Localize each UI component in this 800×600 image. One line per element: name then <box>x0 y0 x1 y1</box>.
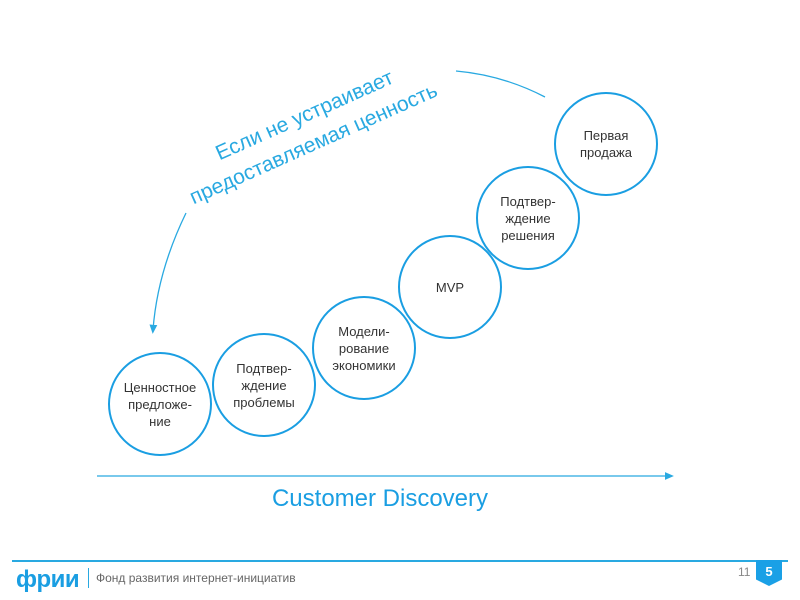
footer-divider <box>12 560 788 562</box>
step-value-proposition: Ценностное предложе- ние <box>108 352 212 456</box>
step-first-sale: Первая продажа <box>554 92 658 196</box>
logo: фрии <box>16 566 80 593</box>
logo-separator <box>88 568 89 588</box>
step-label: Первая продажа <box>580 128 632 160</box>
step-label: Подтвер- ждение проблемы <box>233 360 295 410</box>
loop-arrow-arc <box>455 70 546 98</box>
step-label: Подтвер- ждение решения <box>500 193 556 243</box>
step-economics-modeling: Модели- рование экономики <box>312 296 416 400</box>
step-label: MVP <box>435 279 465 295</box>
step-label: Модели- рование экономики <box>332 323 396 373</box>
footer-tagline: Фонд развития интернет-инициатив <box>96 571 296 585</box>
step-label: Ценностное предложе- ние <box>123 379 197 429</box>
step-mvp: MVP <box>398 235 502 339</box>
page-number: 11 <box>738 565 751 579</box>
step-problem-validation: Подтвер- ждение проблемы <box>212 333 316 437</box>
step-solution-validation: Подтвер- ждение решения <box>476 166 580 270</box>
axis-label: Customer Discovery <box>271 485 489 512</box>
loop-arrow-return <box>149 212 187 334</box>
